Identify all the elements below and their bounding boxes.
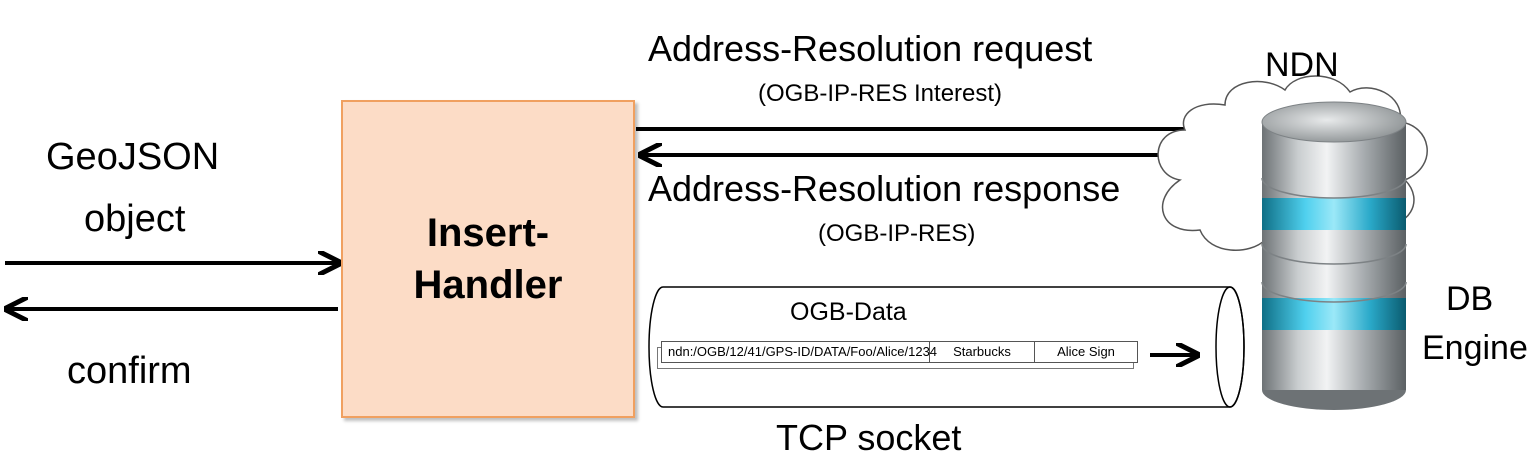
insert-handler-box: Insert- Handler: [341, 100, 635, 418]
request-sublabel: (OGB-IP-RES Interest): [758, 80, 1003, 107]
response-label: Address-Resolution response: [648, 168, 1121, 209]
database-cylinder: [1261, 101, 1407, 410]
input-label-line2: object: [84, 198, 186, 240]
packet-field-content: Starbucks: [930, 342, 1035, 362]
db-label-line1: DB: [1446, 280, 1494, 318]
insert-handler-label: Insert- Handler: [413, 211, 563, 307]
db-label-line2: Engine: [1422, 329, 1528, 367]
ndn-label: NDN: [1265, 46, 1339, 84]
ogb-data-packet: ndn:/OGB/12/41/GPS-ID/DATA/Foo/Alice/123…: [661, 341, 1138, 363]
packet-field-name: ndn:/OGB/12/41/GPS-ID/DATA/Foo/Alice/123…: [662, 342, 937, 362]
input-label-line1: GeoJSON: [46, 136, 220, 178]
request-label: Address-Resolution request: [648, 28, 1093, 69]
tcp-socket-label: TCP socket: [776, 417, 962, 458]
packet-title: OGB-Data: [790, 298, 907, 326]
response-sublabel: (OGB-IP-RES): [818, 220, 976, 247]
packet-field-signature: Alice Sign: [1057, 344, 1115, 359]
output-label: confirm: [67, 350, 192, 392]
